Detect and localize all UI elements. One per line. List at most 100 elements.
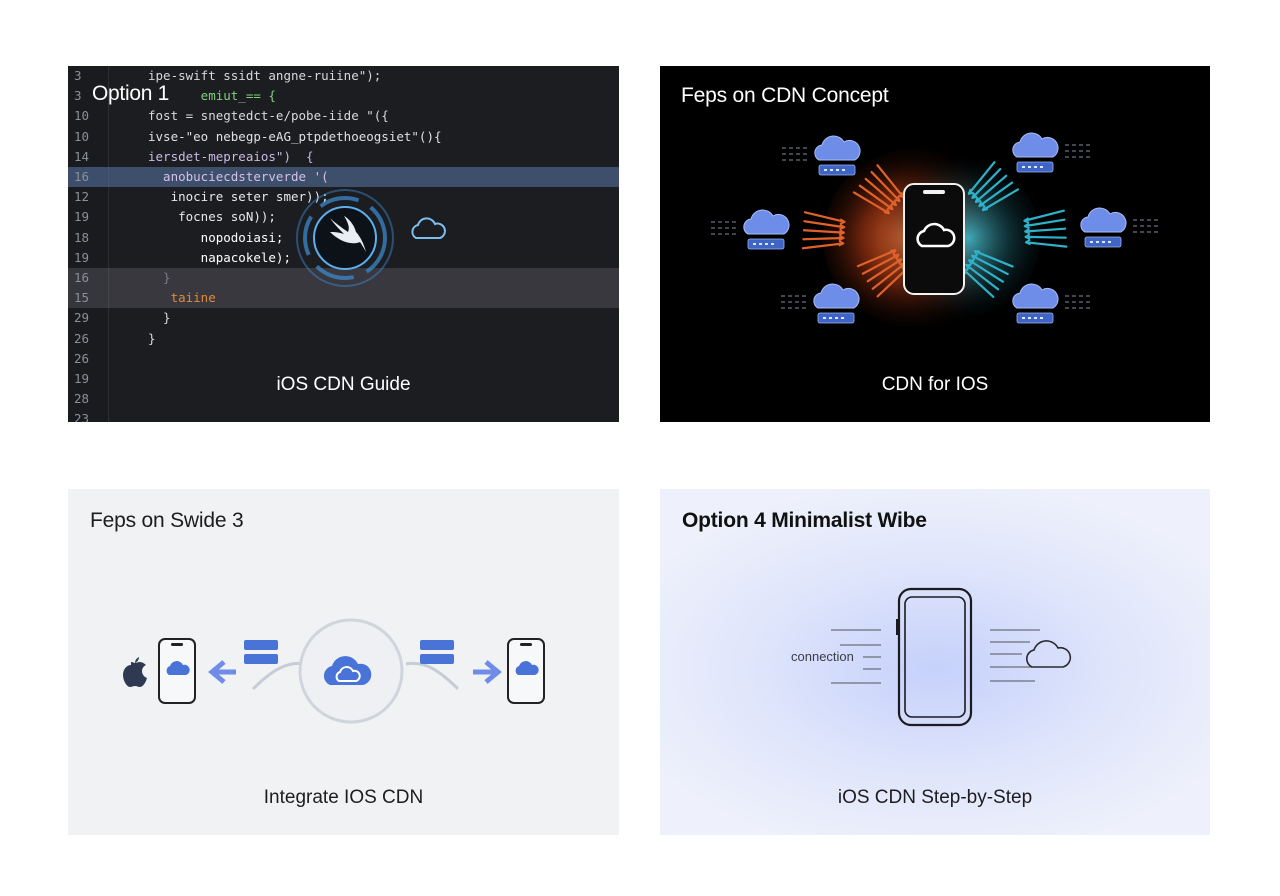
- cloud-icon: [916, 222, 956, 248]
- card-title: Feps on CDN Concept: [681, 84, 889, 107]
- cdn-nodes: [743, 132, 1127, 324]
- server-led: [1028, 317, 1031, 319]
- line-number: 18: [74, 229, 90, 245]
- cdn-node: [813, 283, 860, 324]
- server-led: [836, 169, 839, 171]
- code-line: 16 anobuciecdsterverde '(: [68, 167, 619, 187]
- code-text: anobuciecdsterverde '(: [148, 169, 329, 184]
- arrow-head: [896, 258, 903, 265]
- server-led: [830, 169, 833, 171]
- data-arrow: [871, 262, 906, 290]
- arrow-head: [1025, 233, 1031, 240]
- data-arrow: [866, 258, 903, 283]
- cloud-icon: [1012, 283, 1059, 309]
- cdn-node: [1012, 283, 1059, 324]
- line-number: 19: [74, 209, 90, 225]
- line-number: 10: [74, 128, 90, 144]
- code-text: fost = snegtedct-e/pobe-iide "({: [148, 108, 389, 124]
- code-text: }: [148, 310, 171, 326]
- line-number: 3: [74, 88, 82, 104]
- code-line: 3 ipe-swift ssidt angne-ruiine");: [68, 66, 619, 86]
- data-arrow: [968, 259, 1005, 283]
- server-led: [1022, 166, 1025, 168]
- server-led: [753, 243, 756, 245]
- data-arrow: [856, 249, 897, 268]
- arrow-head: [897, 191, 904, 198]
- code-text: nopodoiasi;: [148, 229, 284, 245]
- server-led: [1102, 241, 1105, 243]
- server-led: [841, 317, 844, 319]
- swift-bird-icon: [330, 216, 366, 252]
- data-arrow: [1023, 218, 1066, 228]
- code-line: 14 iersdet-mepreaios") {: [68, 147, 619, 167]
- phone-icon-right: [507, 638, 545, 704]
- line-number: 26: [74, 330, 90, 346]
- line-number: 19: [74, 249, 90, 265]
- card-overlay-title: Option 1: [92, 82, 169, 105]
- arrow-head: [965, 263, 972, 270]
- data-arrow: [1024, 241, 1068, 248]
- data-arrow: [981, 188, 1020, 212]
- line-number-gutter: [68, 66, 109, 422]
- arrow-head: [890, 249, 897, 256]
- flow-curve: [251, 661, 307, 691]
- data-arrow: [803, 220, 846, 229]
- arrow-head: [968, 259, 975, 266]
- code-text: }: [148, 270, 171, 285]
- data-arrow: [876, 164, 905, 198]
- code-text: }: [148, 330, 156, 346]
- flow-curve: [405, 661, 460, 691]
- phone-icon: [896, 587, 973, 727]
- server-stack-icon-right: [420, 640, 454, 664]
- code-text: focnes soN));: [148, 209, 276, 225]
- data-arrow: [803, 211, 846, 223]
- line-number: 16: [74, 169, 90, 184]
- line-number: 3: [74, 68, 82, 83]
- code-text: ipe-swift ssidt angne-ruiine");: [148, 68, 382, 83]
- arrow-head: [838, 239, 844, 247]
- data-arrow: [971, 167, 1002, 199]
- line-number: 16: [74, 270, 90, 285]
- server-led: [759, 243, 762, 245]
- phone-icon: [903, 183, 965, 295]
- card-option-4[interactable]: Option 4 Minimalist Wibe connection iOS …: [660, 489, 1210, 835]
- code-line: 18 nopodoiasi;: [68, 228, 619, 248]
- phone-icon-left: [158, 638, 196, 704]
- card-cdn-concept[interactable]: Feps on CDN Concept CDN for IOS: [660, 66, 1210, 422]
- data-arrow: [962, 268, 995, 298]
- server-led: [1028, 166, 1031, 168]
- code-line: 19 napacokele);: [68, 248, 619, 268]
- line-number: 10: [74, 108, 90, 124]
- data-arrow: [802, 236, 845, 241]
- apple-logo-icon: [123, 657, 147, 687]
- data-arrow: [876, 267, 909, 298]
- code-line: 10 fost = snegtedct-e/pobe-iide "({: [68, 106, 619, 126]
- arrow-head: [982, 205, 989, 212]
- code-line: 29 }: [68, 308, 619, 328]
- arrow-head: [894, 195, 901, 202]
- code-text: taiine: [148, 290, 216, 306]
- cloud-icon: [743, 209, 790, 235]
- data-arrow: [1023, 209, 1065, 222]
- server-led: [829, 317, 832, 319]
- server-stack-icon-left: [244, 640, 278, 664]
- cdn-node: [1080, 207, 1127, 248]
- cdn-arrows: [710, 144, 1159, 309]
- code-line: 28: [68, 389, 619, 409]
- server-led: [1090, 241, 1093, 243]
- arrow-head: [839, 218, 846, 225]
- card-caption: Integrate IOS CDN: [263, 787, 424, 808]
- cdn-node: [1012, 132, 1059, 173]
- card-title: Feps on Swide 3: [90, 509, 244, 532]
- arrow-head: [893, 253, 900, 260]
- server-led: [1034, 317, 1037, 319]
- code-line: 26}: [68, 329, 619, 349]
- line-number: 26: [74, 350, 90, 366]
- code-line: 12 inocire seter smer));: [68, 187, 619, 207]
- line-number: 29: [74, 310, 90, 326]
- line-number: 14: [74, 148, 90, 164]
- card-swide-3[interactable]: Feps on Swide 3 Integrate IOS CDN: [68, 489, 619, 835]
- code-text: iersdet-mepreaios") {: [148, 148, 314, 164]
